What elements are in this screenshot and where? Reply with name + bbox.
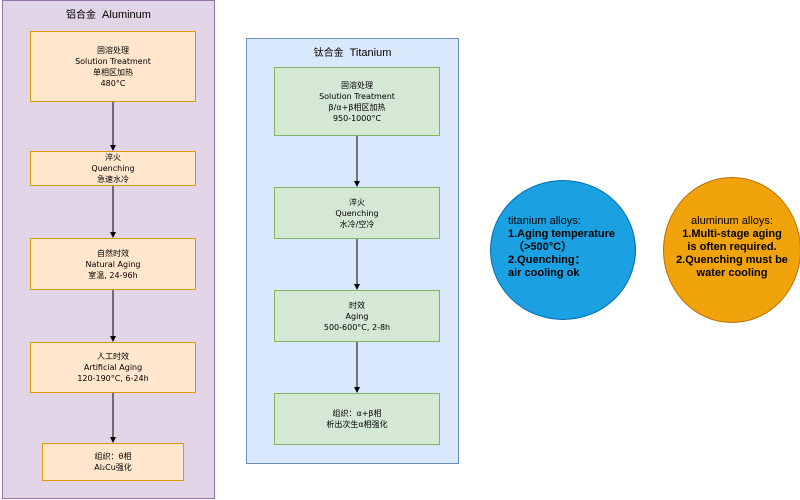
step-line: 单相区加热 [93,67,133,77]
titanium-note-heading: titanium alloys: [508,215,581,227]
aluminum-note-line: 1.Multi-stage aging [682,228,782,240]
step-line: Quenching [91,164,135,173]
aluminum-note-line: water cooling [696,267,768,279]
step-line: 室温, 24-96h [88,270,138,280]
aluminum-step-natural-aging: 自然时效 Natural Aging 室温, 24-96h [30,238,196,290]
step-line: 水冷/空冷 [339,219,375,229]
titanium-note-line: air cooling ok [508,267,580,279]
titanium-note-circle: titanium alloys: 1.Aging temperature （>5… [490,180,636,320]
step-line: 淬火 [349,197,365,207]
step-line: 组织：α+β相 [332,409,382,418]
step-line: 120-190°C, 6-24h [77,374,149,383]
aluminum-step-microstructure: 组织：θ相 Al₂Cu强化 [42,443,184,481]
step-line: Artificial Aging [83,363,143,372]
aluminum-step-solution-treatment: 固溶处理 Solution Treatment 单相区加热 480°C [30,31,196,102]
step-line: 950-1000°C [332,113,382,123]
titanium-note-line: 2.Quenching： [508,254,586,266]
titanium-step-solution-treatment: 固溶处理 Solution Treatment β/α+β相区加热 950-10… [274,67,440,136]
step-line: 固溶处理 [341,80,373,90]
titanium-note-line: 1.Aging temperature [508,228,615,240]
step-line: Solution Treatment [75,56,151,66]
step-line: 500-600°C, 2-8h [323,322,391,332]
step-line: 时效 [349,300,365,310]
step-line: 析出次生α相强化 [326,420,388,429]
step-line: Al₂Cu强化 [94,463,132,472]
titanium-step-quenching: 淬火 Quenching 水冷/空冷 [274,187,440,239]
step-line: Quenching [335,208,379,218]
titanium-note-line: （>500°C） [513,241,573,253]
step-line: 淬火 [105,153,121,162]
step-line: 固溶处理 [97,45,129,55]
aluminum-step-quenching: 淬火 Quenching 急速水冷 [30,151,196,186]
titanium-step-aging: 时效 Aging 500-600°C, 2-8h [274,290,440,342]
step-line: Aging [345,311,369,321]
aluminum-lane-title-en: Aluminum [102,9,151,21]
step-line: 急速水冷 [97,175,129,184]
aluminum-note-heading: aluminum alloys: [691,215,773,227]
titanium-lane-title: 钛合金 Titanium [247,44,458,59]
step-line: Natural Aging [85,259,141,269]
step-line: Solution Treatment [319,91,395,101]
aluminum-note-circle: aluminum alloys: 1.Multi-stage aging is … [663,177,800,323]
aluminum-lane-title: 铝合金 Aluminum [3,6,214,21]
titanium-step-microstructure: 组织：α+β相 析出次生α相强化 [274,393,440,445]
step-line: 人工时效 [97,352,129,361]
step-line: 自然时效 [97,248,129,258]
step-line: 组织：θ相 [94,452,132,461]
aluminum-lane-title-zh: 铝合金 [66,10,97,21]
aluminum-step-artificial-aging: 人工时效 Artificial Aging 120-190°C, 6-24h [30,342,196,393]
titanium-lane-title-en: Titanium [349,47,392,59]
titanium-lane-title-zh: 钛合金 [313,48,344,59]
step-line: 480°C [100,78,126,88]
aluminum-note-line: 2.Quenching must be [676,254,788,266]
step-line: β/α+β相区加热 [328,102,386,112]
aluminum-note-line: is often required. [687,241,777,253]
